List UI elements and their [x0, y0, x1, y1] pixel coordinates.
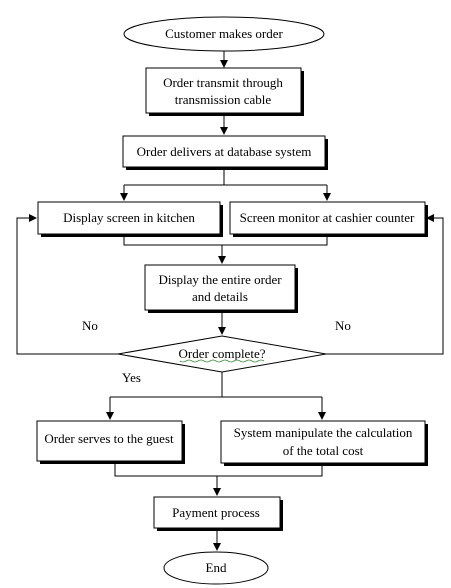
kitchen-box [37, 201, 221, 235]
cashier-box [229, 201, 426, 235]
end-terminal [163, 551, 269, 585]
payment-box [153, 496, 281, 529]
serves-box [36, 420, 183, 462]
connector-no-left [16, 214, 118, 355]
no-right-label: No [335, 318, 351, 333]
connector-no-right [326, 214, 444, 355]
kitchen-label: Display screen in kitchen [63, 210, 195, 225]
yes-label: Yes [122, 370, 141, 385]
decision-label: Order complete? [179, 346, 266, 361]
display-order-line2: and details [192, 289, 248, 304]
display-order-line1: Display the entire order [158, 272, 282, 287]
end-label: End [206, 560, 227, 575]
transmit-label-line2: transmission cable [175, 92, 272, 107]
cashier-label: Screen monitor at cashier counter [240, 210, 415, 225]
calculation-line2: of the total cost [283, 443, 364, 458]
no-left-label: No [82, 318, 98, 333]
serves-label: Order serves to the guest [44, 431, 174, 446]
payment-label: Payment process [172, 505, 260, 520]
delivers-box [122, 135, 326, 168]
start-label: Customer makes order [165, 26, 283, 41]
calculation-box [220, 420, 426, 464]
delivers-label: Order delivers at database system [137, 144, 312, 159]
transmit-label-line1: Order transmit through [163, 75, 283, 90]
display-order-box [144, 264, 296, 311]
decision-underline [179, 359, 265, 363]
calculation-line1: System manipulate the calculation [234, 425, 413, 440]
transmit-box [145, 67, 302, 114]
